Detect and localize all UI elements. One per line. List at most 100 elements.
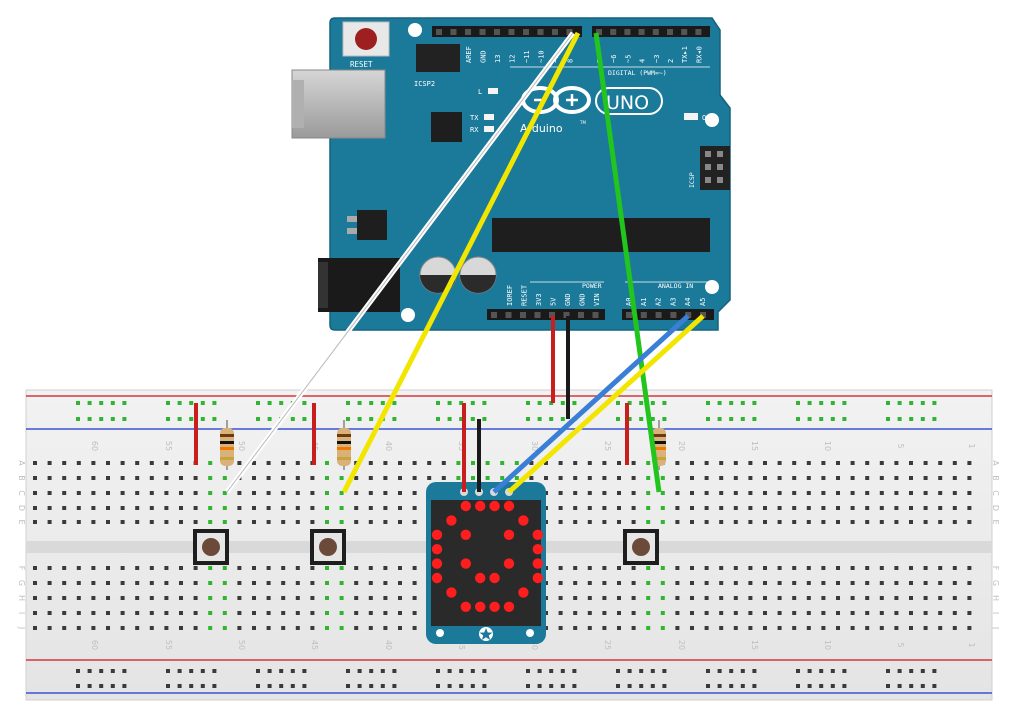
breadboard-hole bbox=[617, 520, 621, 524]
rail-hole bbox=[369, 417, 374, 421]
breadboard-hole bbox=[777, 626, 782, 630]
breadboard-hole bbox=[179, 581, 183, 585]
breadboard-hole bbox=[617, 626, 621, 630]
breadboard-hole bbox=[558, 520, 563, 524]
rail-hole bbox=[357, 684, 362, 688]
breadboard-hole bbox=[850, 476, 855, 480]
pushbutton-1[interactable] bbox=[193, 529, 229, 565]
breadboard-hole bbox=[806, 520, 811, 524]
breadboard-hole bbox=[295, 566, 300, 570]
breadboard-hole bbox=[602, 596, 607, 600]
breadboard-hole bbox=[733, 626, 738, 630]
rail-hole bbox=[886, 684, 890, 688]
breadboard-hole bbox=[33, 476, 37, 480]
rail-hole bbox=[110, 669, 115, 673]
pushbutton-3[interactable] bbox=[623, 529, 659, 565]
breadboard-hole bbox=[222, 581, 227, 585]
column-number-bottom: 20 bbox=[677, 640, 686, 650]
rx-led-label: RX bbox=[470, 126, 479, 134]
breadboard-hole bbox=[368, 626, 373, 630]
rail-hole bbox=[290, 684, 295, 688]
breadboard-hole bbox=[47, 476, 52, 480]
breadboard-hole bbox=[398, 520, 402, 524]
icsp-label: ICSP bbox=[688, 172, 696, 188]
row-letter: H bbox=[991, 595, 1000, 601]
rail-hole bbox=[482, 684, 487, 688]
breadboard-hole bbox=[558, 626, 563, 630]
uno-model-text: UNO bbox=[606, 92, 649, 114]
breadboard-hole bbox=[763, 596, 767, 600]
rail-hole bbox=[796, 417, 800, 421]
pushbutton-2[interactable] bbox=[310, 529, 346, 565]
header-pin bbox=[695, 29, 702, 35]
breadboard-hole bbox=[295, 461, 300, 465]
breadboard-hole bbox=[894, 596, 899, 600]
pin-label: 5V bbox=[550, 297, 558, 306]
breadboard-hole bbox=[719, 520, 724, 524]
matrix-led-on bbox=[475, 572, 486, 584]
rail-hole bbox=[729, 684, 734, 688]
row-letter: B bbox=[17, 475, 26, 481]
header-pin bbox=[592, 312, 599, 318]
rail-hole bbox=[447, 401, 452, 405]
breadboard-hole bbox=[573, 491, 578, 495]
column-number-top: 35 bbox=[457, 441, 466, 451]
breadboard-hole bbox=[193, 581, 198, 585]
breadboard-hole bbox=[558, 611, 563, 615]
breadboard-hole bbox=[821, 476, 826, 480]
breadboard-hole bbox=[368, 476, 373, 480]
breadboard-hole bbox=[252, 581, 256, 585]
breadboard-hole bbox=[252, 611, 256, 615]
breadboard-hole bbox=[135, 566, 140, 570]
rail-hole bbox=[267, 401, 272, 405]
column-number-bottom: 40 bbox=[384, 640, 393, 650]
column-number-bottom: 10 bbox=[823, 640, 832, 650]
breadboard-hole bbox=[558, 566, 563, 570]
rail-hole bbox=[76, 417, 80, 421]
mounting-hole bbox=[705, 280, 719, 294]
rail-hole bbox=[639, 669, 644, 673]
rail-hole bbox=[717, 684, 722, 688]
breadboard-hole bbox=[777, 506, 782, 510]
breadboard-hole bbox=[733, 506, 738, 510]
breadboard-hole bbox=[733, 566, 738, 570]
rail-hole bbox=[842, 669, 847, 673]
breadboard-hole bbox=[485, 476, 490, 480]
matrix-led-on bbox=[460, 529, 471, 540]
row-letter: C bbox=[17, 490, 26, 496]
breadboard-hole bbox=[76, 596, 81, 600]
icsp-pin bbox=[717, 177, 723, 183]
breadboard-hole bbox=[967, 611, 972, 615]
breadboard-hole bbox=[704, 581, 709, 585]
header-pin bbox=[685, 312, 692, 318]
breadboard-hole bbox=[106, 506, 110, 510]
breadboard-hole bbox=[164, 596, 169, 600]
breadboard-hole bbox=[719, 566, 724, 570]
rail-hole bbox=[572, 669, 577, 673]
breadboard-hole bbox=[398, 491, 402, 495]
breadboard-hole bbox=[631, 581, 636, 585]
reset-button[interactable] bbox=[342, 21, 390, 57]
usb-chip bbox=[431, 112, 462, 142]
breadboard-hole bbox=[763, 520, 767, 524]
breadboard-hole bbox=[412, 581, 417, 585]
mounting-hole bbox=[401, 308, 415, 322]
rail-hole bbox=[189, 684, 194, 688]
breadboard-hole bbox=[850, 626, 855, 630]
breadboard-hole bbox=[602, 491, 607, 495]
breadboard-hole bbox=[646, 611, 651, 615]
breadboard-hole bbox=[719, 461, 724, 465]
rail-hole bbox=[616, 401, 620, 405]
rail-hole bbox=[302, 401, 307, 405]
breadboard-hole bbox=[923, 566, 928, 570]
rail-hole bbox=[459, 684, 464, 688]
rail-hole bbox=[740, 417, 745, 421]
header-pin bbox=[552, 29, 558, 35]
pin-label: ~11 bbox=[523, 50, 531, 63]
breadboard-hole bbox=[62, 520, 67, 524]
column-number-bottom: 55 bbox=[164, 640, 173, 650]
rail-hole bbox=[819, 669, 824, 673]
digital-label: DIGITAL (PWM=~) bbox=[608, 69, 667, 77]
breadboard-hole bbox=[763, 626, 767, 630]
rail-hole bbox=[932, 669, 937, 673]
